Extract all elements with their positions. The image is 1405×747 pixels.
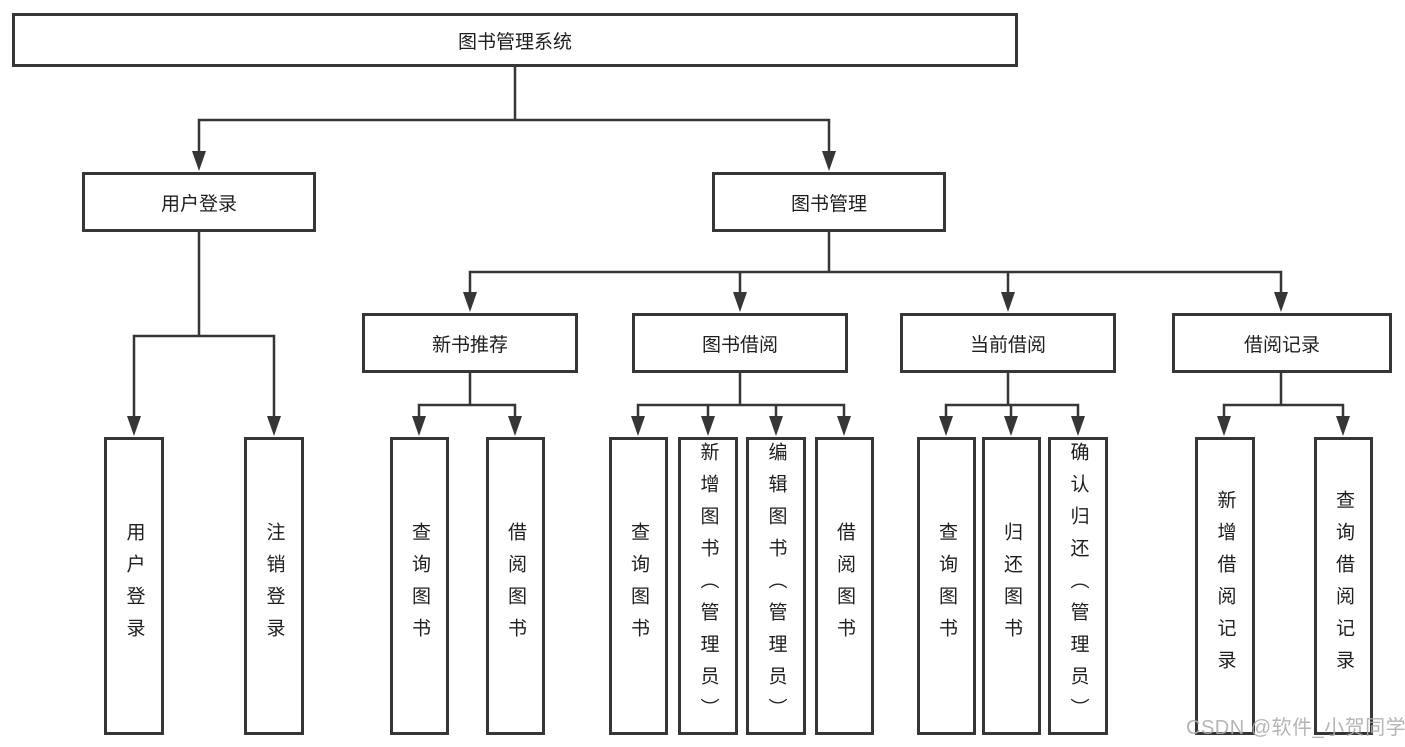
leaf-newbook-query-books: 查询图书 [390,437,449,735]
node-label: 图书管理 [790,193,867,215]
node-root-system: 图书管理系统 [12,13,1018,67]
leaf-logout: 注销登录 [244,437,304,735]
leaf-label: 编辑图书（管理员） [765,442,787,730]
leaf-current-confirm-return-admin: 确认归还（管理员） [1048,437,1108,735]
node-label: 借阅记录 [1243,334,1320,356]
node-label: 当前借阅 [969,334,1046,356]
leaf-label: 查询图书 [628,522,649,650]
node-new-book-recommend: 新书推荐 [362,313,578,373]
leaf-borrow-add-books-admin: 新增图书（管理员） [678,437,738,735]
leaf-label: 确认归还（管理员） [1067,442,1089,730]
leaf-label: 新增借阅记录 [1214,490,1236,682]
leaf-label: 用户登录 [123,522,145,650]
leaf-label: 注销登录 [263,522,285,650]
leaf-newbook-borrow-books: 借阅图书 [486,437,545,735]
leaf-records-add-borrow-record: 新增借阅记录 [1195,437,1255,735]
node-label: 新书推荐 [431,334,508,356]
leaf-label: 查询图书 [409,522,430,650]
node-book-borrowing: 图书借阅 [632,313,848,373]
leaf-label: 新增图书（管理员） [697,442,719,730]
leaf-borrow-borrow-books: 借阅图书 [815,437,874,735]
leaf-label: 借阅图书 [834,522,855,650]
leaf-borrow-query-books: 查询图书 [609,437,668,735]
leaf-label: 归还图书 [1001,522,1022,650]
leaf-current-query-books: 查询图书 [917,437,976,735]
node-current-borrowing: 当前借阅 [900,313,1116,373]
node-borrowing-records: 借阅记录 [1172,313,1392,373]
leaf-label: 查询借阅记录 [1333,490,1354,682]
leaf-records-query-borrow-record: 查询借阅记录 [1314,437,1373,735]
node-label: 图书借阅 [701,334,778,356]
leaf-label: 借阅图书 [505,522,526,650]
node-book-management: 图书管理 [712,172,946,232]
node-root-label: 图书管理系统 [457,31,572,53]
leaf-borrow-edit-books-admin: 编辑图书（管理员） [746,437,806,735]
leaf-user-login: 用户登录 [104,437,164,735]
node-label: 用户登录 [160,193,237,215]
csdn-watermark: CSDN @软件_小贺同学 [1186,717,1405,739]
node-user-login: 用户登录 [82,172,316,232]
leaf-current-return-books: 归还图书 [982,437,1041,735]
leaf-label: 查询图书 [936,522,957,650]
